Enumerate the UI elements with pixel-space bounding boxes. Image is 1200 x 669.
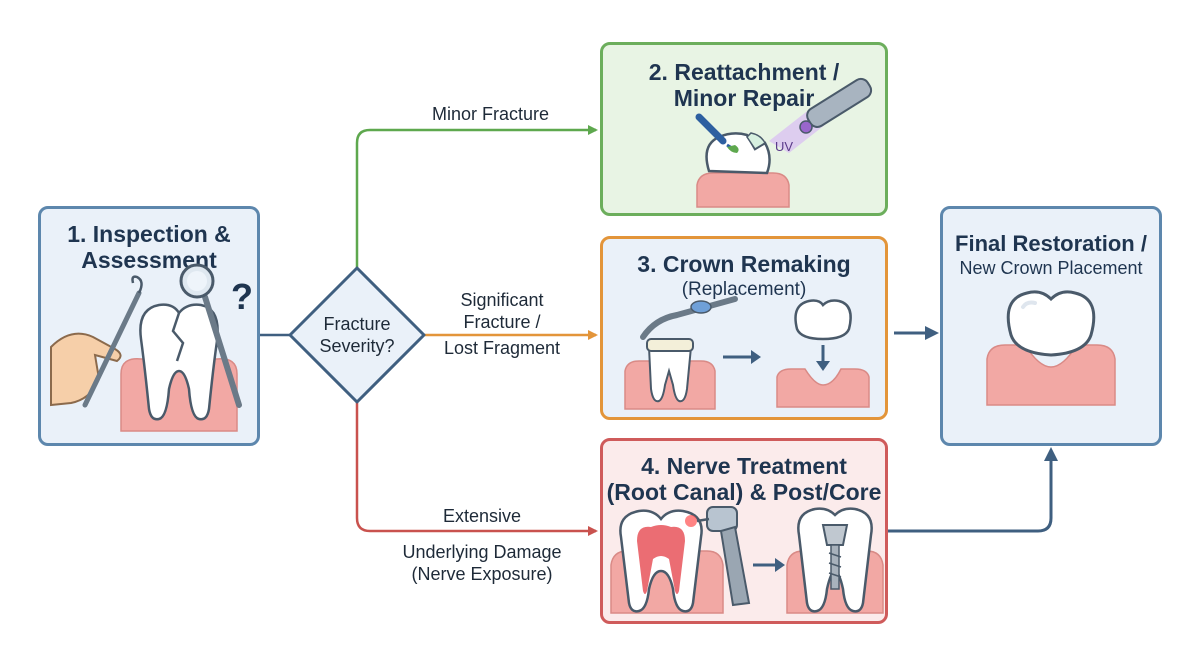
final-illustration: [986, 290, 1116, 406]
final-subtitle: New Crown Placement: [959, 258, 1143, 278]
decision-diamond: [288, 266, 426, 404]
crown-icon: [794, 299, 852, 341]
dental-mirror-icon: [179, 263, 242, 408]
decision-label: Fracture Severity?: [319, 314, 395, 356]
crown-remaking-box: 3. Crown Remaking (Replacement): [600, 236, 888, 420]
reattachment-box: 2. Reattachment / Minor Repair UV: [600, 42, 888, 216]
nerve-illustration: [610, 506, 884, 614]
reattachment-title: 2. Reattachment / Minor Repair: [648, 59, 840, 111]
inspection-title: 1. Inspection & Assessment: [67, 221, 231, 273]
question-mark: ?: [231, 276, 253, 317]
uv-label: UV: [775, 139, 793, 154]
crown-illustration: [624, 296, 870, 410]
nerve-title: 4. Nerve Treatment (Root Canal) & Post/C…: [606, 453, 882, 505]
inspection-box: 1. Inspection & Assessment: [38, 206, 260, 446]
edge-label-minor: Minor Fracture: [432, 104, 550, 124]
connector-nerve-final: [888, 447, 1058, 533]
final-restoration-box: Final Restoration / New Crown Placement: [940, 206, 1162, 446]
final-title: Final Restoration /: [955, 231, 1147, 256]
drill-icon: [696, 506, 751, 607]
crown-icon: [1006, 290, 1096, 357]
explorer-probe-icon: [82, 275, 143, 408]
post-core-icon: [821, 524, 849, 590]
reattachment-illustration: UV: [695, 77, 873, 208]
connector-minor-fracture: [355, 125, 598, 268]
edge-label-significant: Significant Fracture / Lost Fragment: [443, 290, 561, 358]
connector-extensive-damage: [355, 402, 598, 536]
drill-icon: [640, 296, 738, 340]
crown-subtitle: (Replacement): [681, 279, 807, 300]
cracked-tooth-icon: [139, 303, 219, 421]
uv-lamp-icon: [769, 77, 873, 153]
nerve-treatment-box: 4. Nerve Treatment (Root Canal) & Post/C…: [600, 438, 888, 624]
crown-title: 3. Crown Remaking: [637, 251, 851, 277]
edge-label-extensive: Extensive Underlying Damage (Nerve Expos…: [402, 506, 562, 584]
inspection-illustration: ?: [50, 263, 253, 432]
